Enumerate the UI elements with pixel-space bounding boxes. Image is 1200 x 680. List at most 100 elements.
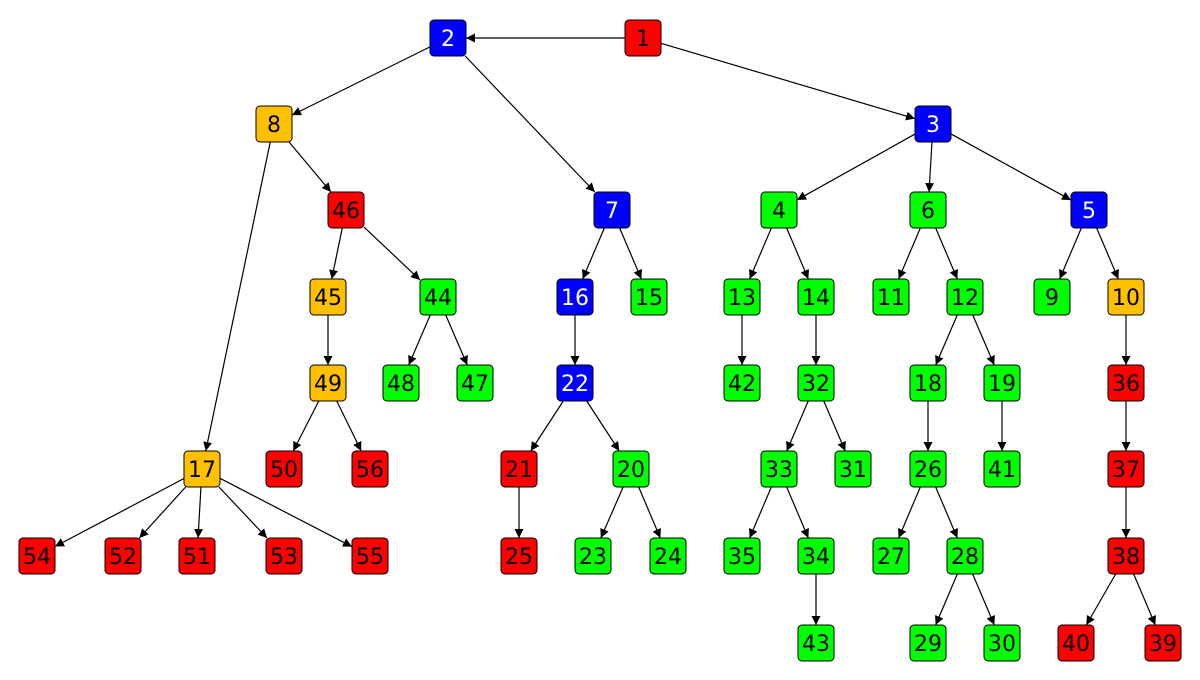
node-label-29: 29 [914, 632, 942, 657]
node-label-39: 39 [1149, 632, 1177, 657]
edge-32-to-31 [823, 400, 846, 452]
edge-46-to-45 [329, 227, 343, 280]
node-label-12: 12 [951, 286, 979, 311]
node-29: 29 [909, 624, 947, 662]
node-label-9: 9 [1045, 286, 1059, 311]
node-21: 21 [500, 450, 538, 488]
node-box-53 [265, 537, 303, 575]
node-box-17 [183, 450, 221, 488]
node-16: 16 [556, 278, 594, 316]
node-box-21 [500, 450, 538, 488]
node-box-47 [456, 364, 494, 402]
node-label-51: 51 [183, 545, 211, 570]
node-label-22: 22 [561, 372, 589, 397]
node-box-10 [1107, 278, 1145, 316]
node-26: 26 [909, 450, 947, 488]
node-box-41 [983, 450, 1021, 488]
node-box-9 [1033, 278, 1071, 316]
node-label-38: 38 [1112, 545, 1140, 570]
node-box-50 [265, 450, 303, 488]
node-4: 4 [760, 191, 798, 229]
node-label-23: 23 [579, 545, 607, 570]
node-label-28: 28 [951, 545, 979, 570]
node-box-40 [1057, 624, 1095, 662]
node-label-36: 36 [1112, 372, 1140, 397]
edge-38-to-39 [1133, 573, 1156, 626]
node-19: 19 [983, 364, 1021, 402]
node-12: 12 [946, 278, 984, 316]
node-2: 2 [429, 19, 467, 57]
node-box-37 [1107, 450, 1145, 488]
edge-2-to-7 [464, 55, 596, 193]
edge-49-to-50 [292, 400, 320, 452]
node-box-24 [649, 537, 687, 575]
edge-26-to-28 [935, 486, 958, 539]
node-box-51 [178, 537, 216, 575]
node-label-2: 2 [441, 27, 455, 52]
edge-32-to-33 [786, 400, 809, 452]
node-label-10: 10 [1112, 286, 1140, 311]
node-box-45 [309, 278, 347, 316]
edge-33-to-34 [786, 486, 809, 539]
node-34: 34 [797, 537, 835, 575]
node-label-34: 34 [802, 545, 830, 570]
edge-4-to-13 [749, 227, 772, 280]
node-8: 8 [255, 105, 293, 143]
node-box-25 [500, 537, 538, 575]
node-label-49: 49 [314, 372, 342, 397]
node-label-37: 37 [1112, 458, 1140, 483]
node-box-3 [914, 105, 952, 143]
node-37: 37 [1107, 450, 1145, 488]
node-box-33 [760, 450, 798, 488]
node-box-46 [327, 191, 365, 229]
node-label-31: 31 [839, 458, 867, 483]
node-label-44: 44 [424, 286, 452, 311]
node-box-38 [1107, 537, 1145, 575]
node-24: 24 [649, 537, 687, 575]
node-label-16: 16 [561, 286, 589, 311]
edge-3-to-6 [925, 141, 935, 193]
node-label-14: 14 [802, 286, 830, 311]
node-label-13: 13 [728, 286, 756, 311]
node-box-15 [630, 278, 668, 316]
node-box-32 [797, 364, 835, 402]
node-box-56 [351, 450, 389, 488]
node-box-55 [351, 537, 389, 575]
node-label-20: 20 [617, 458, 645, 483]
node-box-48 [382, 364, 420, 402]
node-48: 48 [382, 364, 420, 402]
node-box-6 [909, 191, 947, 229]
edge-5-to-10 [1096, 227, 1119, 280]
node-45: 45 [309, 278, 347, 316]
node-43: 43 [797, 624, 835, 662]
node-label-46: 46 [332, 199, 360, 224]
node-15: 15 [630, 278, 668, 316]
node-label-33: 33 [765, 458, 793, 483]
node-label-17: 17 [188, 458, 216, 483]
edge-17-to-55 [219, 477, 353, 548]
node-11: 11 [872, 278, 910, 316]
node-box-54 [18, 537, 56, 575]
edge-1-to-3 [660, 42, 916, 121]
node-30: 30 [983, 624, 1021, 662]
node-label-25: 25 [505, 545, 533, 570]
node-box-27 [872, 537, 910, 575]
node-46: 46 [327, 191, 365, 229]
node-box-13 [723, 278, 761, 316]
node-5: 5 [1070, 191, 1108, 229]
node-box-26 [909, 450, 947, 488]
node-label-40: 40 [1062, 632, 1090, 657]
edge-46-to-44 [363, 226, 421, 281]
node-23: 23 [574, 537, 612, 575]
edge-44-to-47 [445, 314, 468, 366]
edge-28-to-30 [972, 573, 995, 626]
node-box-34 [797, 537, 835, 575]
node-box-20 [612, 450, 650, 488]
node-box-2 [429, 19, 467, 57]
node-label-56: 56 [356, 458, 384, 483]
edge-49-to-56 [336, 400, 362, 452]
node-box-28 [946, 537, 984, 575]
node-49: 49 [309, 364, 347, 402]
